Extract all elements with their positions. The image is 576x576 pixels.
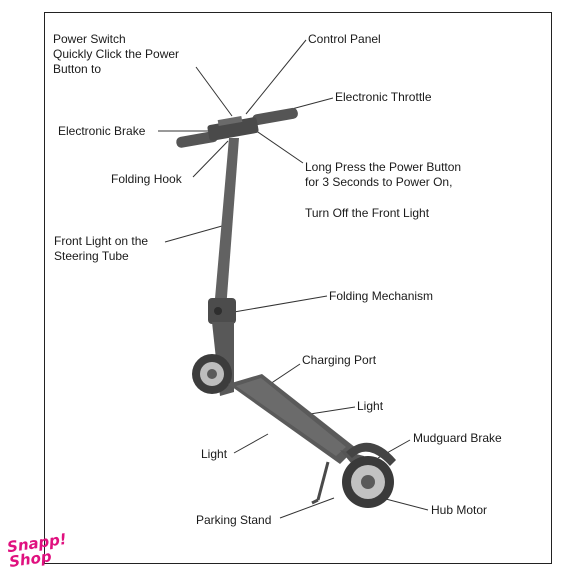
label-light-right: Light (357, 399, 384, 413)
label-long-press-line1: Long Press the Power Button (305, 160, 462, 174)
rear-wheel (342, 456, 394, 508)
leader-hub-motor (381, 497, 429, 511)
kickstand (316, 461, 330, 501)
steering-tube (214, 138, 239, 310)
leader-light-left (233, 433, 269, 454)
label-folding-hook: Folding Hook (111, 172, 182, 186)
label-front-light-off: Turn Off the Front Light (305, 206, 430, 220)
front-wheel (192, 354, 232, 394)
leader-long-press (251, 127, 304, 164)
label-hub-motor: Hub Motor (431, 503, 488, 517)
label-long-press: Long Press the Power Button for 3 Second… (305, 160, 461, 190)
leader-front-light (164, 225, 223, 243)
leader-parking-stand (279, 497, 335, 519)
leader-light-right (309, 406, 356, 415)
label-long-press-line2: for 3 Seconds to Power On, (305, 175, 453, 189)
label-light-left: Light (201, 447, 228, 461)
label-power-switch: Power Switch Quickly Click the Power But… (53, 32, 179, 77)
deck-grip (236, 378, 346, 456)
leader-control-panel (245, 39, 307, 115)
label-front-light-line2: Steering Tube (54, 249, 129, 263)
diagram-frame (44, 12, 552, 564)
label-electronic-throttle: Electronic Throttle (335, 90, 432, 104)
mudguard (346, 442, 396, 466)
label-charging-port: Charging Port (302, 353, 377, 367)
label-mudguard-brake: Mudguard Brake (413, 431, 502, 445)
leader-folding-hook (192, 140, 229, 178)
label-folding-mechanism: Folding Mechanism (329, 289, 434, 303)
label-electronic-brake: Electronic Brake (58, 124, 146, 138)
label-control-panel: Control Panel (308, 32, 381, 46)
label-front-light-line1: Front Light on the (54, 234, 149, 248)
label-front-light: Front Light on the Steering Tube (54, 234, 148, 264)
label-power-switch-line2: Quickly Click the Power (53, 47, 180, 61)
leader-power-switch (195, 66, 233, 117)
label-power-switch-line3: Button to (53, 62, 102, 76)
label-parking-stand: Parking Stand (196, 513, 272, 527)
leader-folding-mechanism (233, 295, 328, 313)
label-power-switch-line1: Power Switch (53, 32, 126, 46)
handlebar (176, 107, 298, 148)
